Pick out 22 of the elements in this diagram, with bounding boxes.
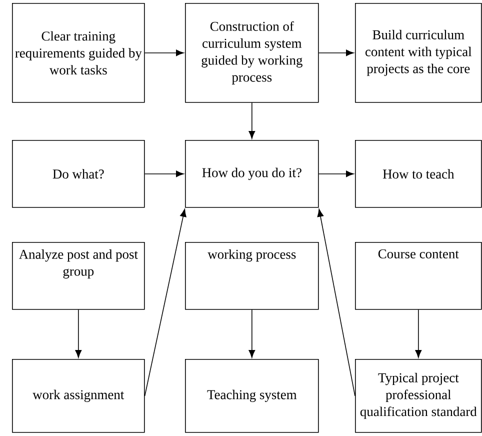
process-box: Clear training requirements guided by work tasks: [12, 3, 145, 103]
arrow: [318, 50, 354, 56]
process-box: How to teach: [355, 140, 482, 208]
arrow: [144, 50, 184, 56]
arrow: [318, 170, 354, 178]
arrow: [144, 170, 184, 178]
process-box: How do you do it?: [185, 140, 319, 208]
process-box: Do what?: [12, 140, 145, 208]
process-box: Build curriculum content with typical projects as the core: [355, 3, 482, 103]
process-box: Typical project professional qualification standard: [355, 359, 482, 433]
process-box: work assignment: [12, 359, 145, 433]
arrow: [144, 208, 186, 396]
arrow: [248, 102, 256, 139]
arrow: [248, 309, 256, 358]
arrow: [415, 309, 422, 358]
process-box: Course content: [355, 242, 482, 310]
process-box: working process: [185, 242, 319, 310]
arrow: [75, 309, 82, 358]
arrow: [317, 208, 356, 396]
process-box: Analyze post and post group: [12, 242, 145, 310]
process-box: Construction of curriculum system guided by working process: [185, 3, 319, 103]
process-box: Teaching system: [185, 359, 319, 433]
